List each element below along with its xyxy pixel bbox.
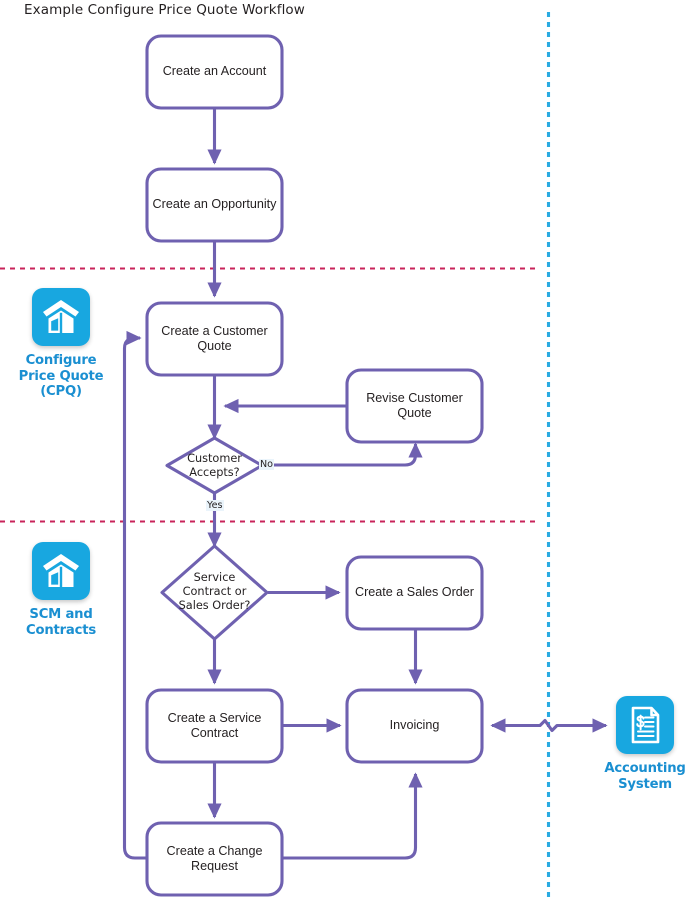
invoice-dollar-icon: [616, 696, 674, 754]
system-caption-line: Price Quote: [18, 368, 104, 384]
system-badge-scm[interactable]: SCM and Contracts: [2, 542, 120, 638]
system-badge-accounting[interactable]: Accounting System: [586, 696, 691, 792]
node-shape-customer-accepts: [165, 436, 264, 495]
building-icon: [32, 288, 90, 346]
node-shape-service-contract-or-sales-order: [160, 544, 269, 641]
edge-label-yes: Yes: [206, 500, 224, 511]
system-caption-line: Configure: [25, 353, 97, 368]
system-caption-accounting: Accounting System: [586, 761, 691, 792]
system-caption-line: SCM and: [29, 607, 93, 622]
node-shape-create-change-request: [145, 821, 284, 897]
edge-invoicing-to-accounting: [490, 718, 608, 733]
system-caption-line: Contracts: [25, 622, 96, 638]
system-caption-line: Accounting: [604, 761, 686, 776]
node-shape-create-opportunity: [145, 167, 284, 243]
edge-accepts-no-to-revise: [253, 442, 423, 467]
node-shape-create-account: [145, 34, 284, 110]
node-shape-invoicing: [345, 688, 484, 764]
building-icon: [32, 542, 90, 600]
edge-change-request-to-customer-quote: [122, 330, 147, 860]
system-badge-cpq[interactable]: Configure Price Quote (CPQ): [2, 288, 120, 400]
system-caption-scm: SCM and Contracts: [2, 607, 120, 638]
node-shape-revise-customer-quote: [345, 368, 484, 444]
edge-label-no: No: [259, 459, 275, 470]
node-shape-create-customer-quote: [145, 301, 284, 377]
system-caption-line: (CPQ): [40, 384, 82, 399]
edge-change-request-to-invoicing: [283, 772, 423, 860]
node-shape-create-sales-order: [345, 555, 484, 631]
page-title: Example Configure Price Quote Workflow: [24, 2, 305, 18]
node-shape-create-service-contract: [145, 688, 284, 764]
system-caption-cpq: Configure Price Quote (CPQ): [2, 353, 120, 400]
system-caption-line: System: [618, 776, 672, 792]
